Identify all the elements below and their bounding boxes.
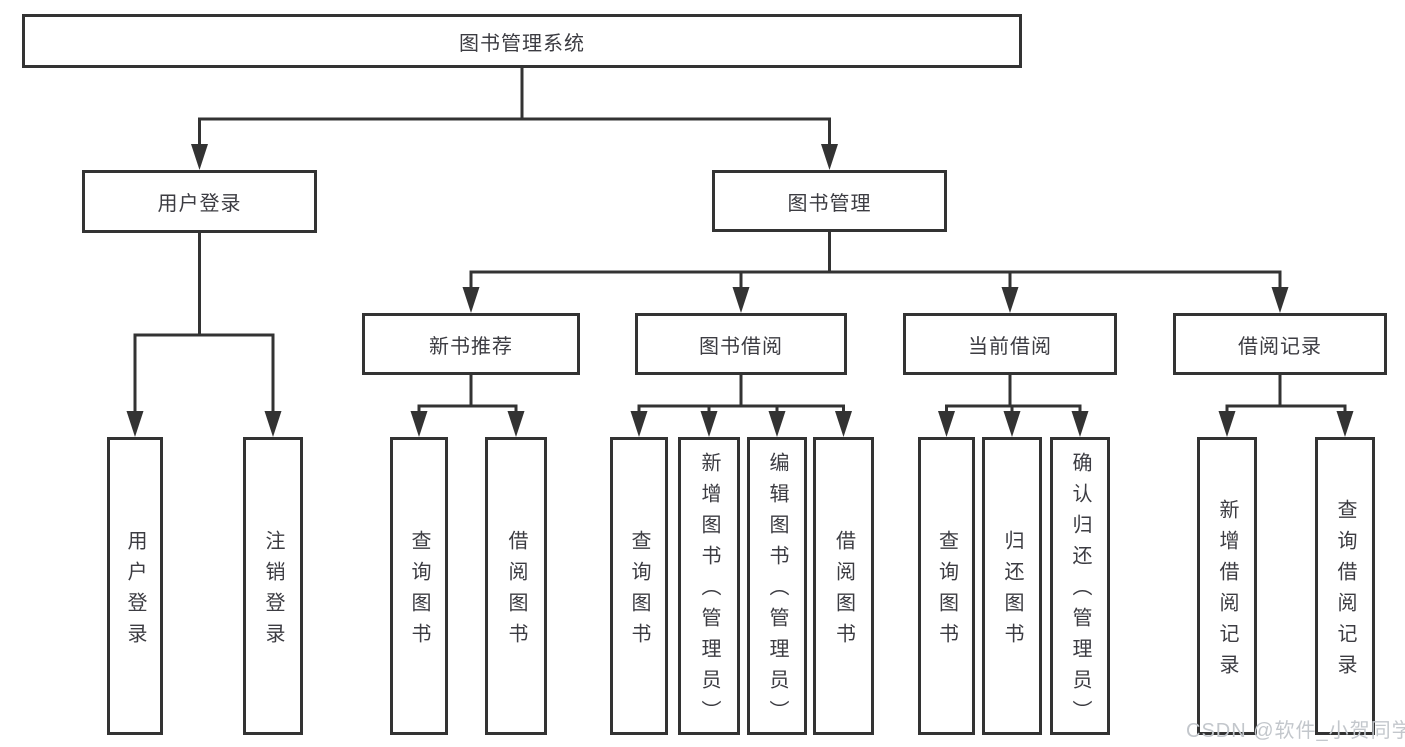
node-label: 图书管理: [787, 192, 872, 215]
node-label: 归还图书: [1001, 529, 1023, 654]
connector-path: [133, 231, 275, 414]
node-new-book-recommend: 新书推荐: [362, 313, 580, 375]
node-query-books-current: 查询图书: [918, 437, 975, 735]
arrowhead: [507, 411, 525, 437]
node-library-management-system: 图书管理系统: [22, 14, 1022, 68]
arrowhead: [1071, 411, 1089, 437]
node-label: 用户登录: [157, 193, 242, 215]
node-label: 新增图书（管理员）: [698, 452, 720, 731]
node-borrow-books-action: 借阅图书: [813, 437, 874, 735]
node-user-login-action: 用户登录: [107, 437, 163, 735]
connector-path: [469, 230, 1282, 290]
arrowhead: [191, 144, 208, 170]
node-label: 编辑图书（管理员）: [766, 452, 788, 731]
node-book-borrowing: 图书借阅: [635, 313, 847, 375]
node-query-books-recommend: 查询图书: [390, 437, 448, 735]
arrowhead: [1218, 411, 1236, 437]
node-add-books-admin: 新增图书（管理员）: [678, 437, 740, 735]
arrowhead: [1271, 287, 1289, 313]
node-label: 借阅图书: [505, 529, 527, 654]
arrowhead: [700, 411, 718, 437]
node-label: 图书管理系统: [459, 32, 585, 55]
arrowhead: [1001, 287, 1019, 313]
node-label: 新书推荐: [429, 335, 513, 358]
node-borrow-records: 借阅记录: [1173, 313, 1387, 375]
node-current-borrowing: 当前借阅: [903, 313, 1117, 375]
arrowhead: [835, 411, 852, 437]
arrowhead: [768, 411, 786, 437]
node-label: 图书借阅: [699, 335, 783, 358]
arrowhead: [1003, 411, 1021, 437]
node-label: 确认归还（管理员）: [1069, 452, 1091, 731]
node-label: 借阅记录: [1238, 335, 1322, 358]
node-label: 查询图书: [935, 529, 958, 654]
node-label: 注销登录: [262, 529, 284, 654]
arrowhead: [821, 144, 838, 170]
node-label: 查询图书: [628, 529, 650, 654]
arrowhead: [462, 287, 480, 313]
arrowhead: [630, 411, 648, 437]
node-edit-books-admin: 编辑图书（管理员）: [747, 437, 807, 735]
connector-path: [417, 373, 518, 414]
connector-path: [945, 373, 1082, 414]
arrowhead: [1336, 411, 1354, 437]
node-label: 查询图书: [408, 529, 430, 654]
node-logout: 注销登录: [243, 437, 303, 735]
node-query-borrow-record: 查询借阅记录: [1315, 437, 1375, 735]
node-book-management: 图书管理: [712, 170, 947, 232]
node-borrow-books-recommend: 借阅图书: [485, 437, 547, 735]
node-label: 借阅图书: [832, 529, 855, 654]
connector-path: [198, 66, 831, 148]
arrowhead: [264, 411, 282, 437]
node-label: 查询借阅记录: [1334, 498, 1356, 685]
node-add-borrow-record: 新增借阅记录: [1197, 437, 1257, 735]
watermark: CSDN @软件_小贺同学: [1186, 720, 1405, 742]
node-label: 当前借阅: [968, 335, 1052, 358]
arrowhead: [126, 411, 144, 437]
node-confirm-return-admin: 确认归还（管理员）: [1050, 437, 1110, 735]
arrowhead: [938, 411, 955, 437]
node-user-login: 用户登录: [82, 170, 317, 233]
arrowhead: [410, 411, 428, 437]
node-return-books: 归还图书: [982, 437, 1042, 735]
node-label: 用户登录: [124, 529, 146, 654]
connector-path: [637, 373, 845, 414]
node-query-books-borrowing: 查询图书: [610, 437, 668, 735]
arrowhead: [732, 287, 750, 313]
connector-path: [1225, 373, 1347, 414]
node-label: 新增借阅记录: [1216, 498, 1238, 685]
